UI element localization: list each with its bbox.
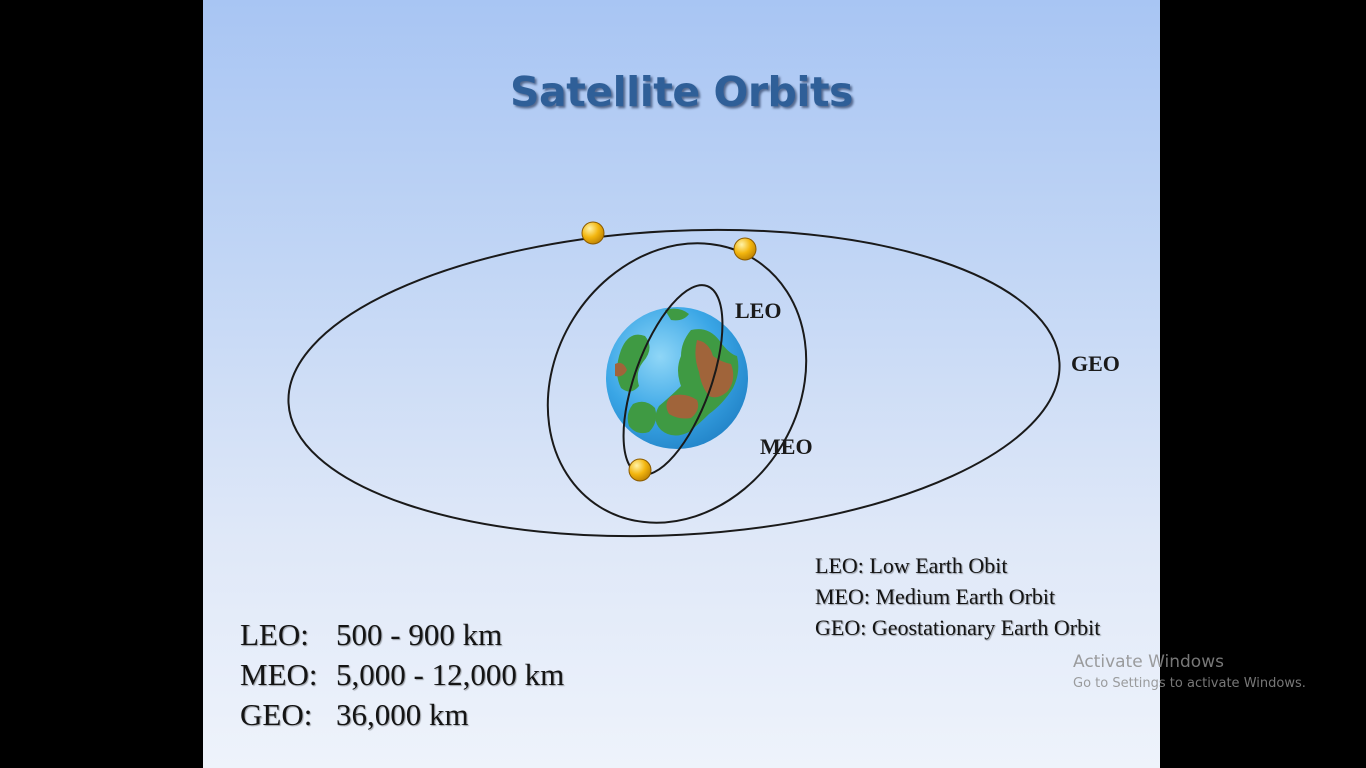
legend-item-leo: LEO: Low Earth Obit <box>815 553 1008 578</box>
altitude-range: 36,000 km <box>336 697 469 732</box>
altitude-row-meo: MEO: 5,000 - 12,000 km <box>240 655 564 695</box>
altitude-range: 5,000 - 12,000 km <box>336 657 565 692</box>
earth-icon <box>606 307 748 449</box>
slide-title: Satellite Orbits <box>510 68 853 116</box>
meo-label: MEO <box>760 434 813 459</box>
orbit-legend: LEO: Low Earth Obit MEO: Medium Earth Or… <box>815 550 1100 643</box>
geo-satellite-icon <box>581 221 605 245</box>
legend-item-meo: MEO: Medium Earth Orbit <box>815 584 1056 609</box>
watermark-subtitle: Go to Settings to activate Windows. <box>1073 676 1306 691</box>
altitude-orbit: GEO: <box>240 697 313 732</box>
altitude-orbit: LEO: <box>240 617 309 652</box>
altitude-row-leo: LEO: 500 - 900 km <box>240 615 564 655</box>
watermark-title: Activate Windows <box>1073 652 1224 672</box>
altitude-range: 500 - 900 km <box>336 617 503 652</box>
activate-windows-watermark: Activate Windows Go to Settings to activ… <box>1073 650 1306 694</box>
geo-label: GEO <box>1071 351 1120 376</box>
presentation-slide: Satellite Orbits <box>203 0 1160 768</box>
meo-orbit <box>546 242 808 524</box>
meo-satellite-icon <box>733 237 757 261</box>
legend-item-geo: GEO: Geostationary Earth Orbit <box>815 615 1101 640</box>
geo-orbit <box>287 228 1061 538</box>
altitude-row-geo: GEO: 36,000 km <box>240 695 564 735</box>
altitude-orbit: MEO: <box>240 657 318 692</box>
orbit-diagram: LEO MEO GEO <box>287 221 1120 538</box>
leo-label: LEO <box>735 298 781 323</box>
altitude-table: LEO: 500 - 900 km MEO: 5,000 - 12,000 km G… <box>240 615 564 735</box>
leo-satellite-icon <box>628 458 652 482</box>
